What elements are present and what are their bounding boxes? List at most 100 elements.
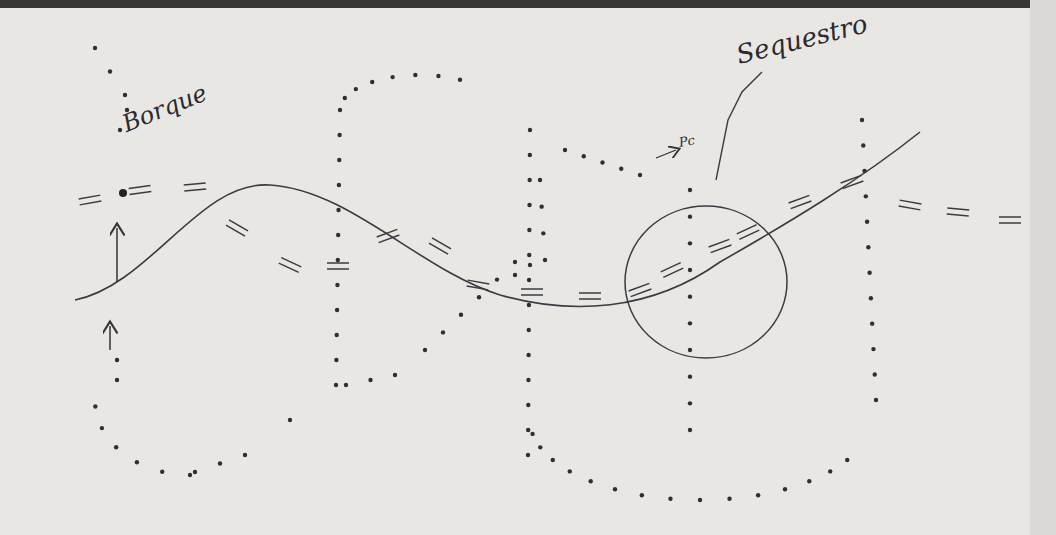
point	[119, 189, 127, 197]
double-dash	[377, 229, 400, 242]
dot	[807, 479, 811, 483]
dot	[870, 321, 874, 325]
double-dash	[467, 280, 490, 290]
dot	[459, 313, 463, 317]
dot	[528, 153, 532, 157]
dot	[541, 231, 545, 235]
dot	[688, 268, 692, 272]
paper-edge	[1030, 0, 1056, 535]
dot	[828, 469, 832, 473]
dot	[441, 330, 445, 334]
dot	[526, 353, 530, 357]
dot	[860, 118, 864, 122]
dot	[218, 461, 222, 465]
dot	[551, 458, 555, 462]
dot	[288, 418, 292, 422]
dot	[866, 245, 870, 249]
dot	[115, 378, 119, 382]
dot	[513, 273, 517, 277]
dot	[582, 154, 586, 158]
dot	[568, 469, 572, 473]
dot	[343, 96, 347, 100]
dot	[688, 214, 692, 218]
dot	[243, 453, 247, 457]
dot	[688, 321, 692, 325]
leader-line	[716, 72, 762, 180]
dot	[527, 253, 531, 257]
dot	[334, 383, 338, 387]
dot	[336, 208, 340, 212]
dot	[867, 271, 871, 275]
double-dash	[661, 263, 683, 278]
double-dash	[279, 258, 301, 273]
dot	[527, 228, 531, 232]
dot	[539, 204, 543, 208]
dot	[100, 426, 104, 430]
dot	[589, 479, 593, 483]
dot	[527, 328, 531, 332]
dot	[337, 133, 341, 137]
dot	[526, 453, 530, 457]
dot	[538, 178, 542, 182]
double-dash	[129, 185, 152, 194]
dot	[423, 348, 427, 352]
dot	[861, 143, 865, 147]
dot	[337, 183, 341, 187]
dot	[413, 73, 417, 77]
dot	[688, 241, 692, 245]
double-dash	[521, 289, 543, 295]
double-dash	[709, 239, 732, 252]
dot	[344, 383, 348, 387]
dot	[864, 194, 868, 198]
dot	[688, 188, 692, 192]
double-dash	[327, 263, 349, 269]
dot	[874, 398, 878, 402]
dot	[458, 77, 462, 81]
dot	[108, 69, 112, 73]
dot	[783, 487, 787, 491]
dot	[370, 80, 374, 84]
dot	[526, 428, 530, 432]
double-dash	[947, 208, 969, 216]
dot	[526, 403, 530, 407]
double-dash	[737, 225, 759, 240]
dot	[114, 445, 118, 449]
dot	[869, 296, 873, 300]
dot	[495, 277, 499, 281]
dot	[538, 445, 542, 449]
dot	[93, 404, 97, 408]
dot	[871, 347, 875, 351]
double-dash	[789, 195, 812, 208]
highlight-circle	[625, 206, 787, 358]
double-dash	[79, 195, 102, 205]
arrow	[109, 326, 111, 350]
dot	[336, 233, 340, 237]
dot	[528, 263, 532, 267]
dot	[123, 93, 127, 97]
dot	[563, 148, 567, 152]
dotted-paths	[93, 46, 878, 502]
dot	[727, 497, 731, 501]
note-label: Pc	[678, 133, 696, 149]
dot	[613, 487, 617, 491]
dot	[193, 470, 197, 474]
dot	[335, 283, 339, 287]
dot	[118, 128, 122, 132]
dot	[668, 497, 672, 501]
dot	[335, 333, 339, 337]
arrow	[656, 150, 676, 158]
dot	[135, 460, 139, 464]
dot	[688, 428, 692, 432]
dot	[688, 374, 692, 378]
dot	[756, 493, 760, 497]
dot	[477, 295, 481, 299]
double-dash	[429, 238, 451, 254]
dot	[865, 220, 869, 224]
dot	[436, 74, 440, 78]
dot	[334, 358, 338, 362]
dot	[160, 470, 164, 474]
double-dash	[579, 293, 601, 299]
double-dashes	[79, 175, 1021, 299]
dot	[188, 473, 192, 477]
